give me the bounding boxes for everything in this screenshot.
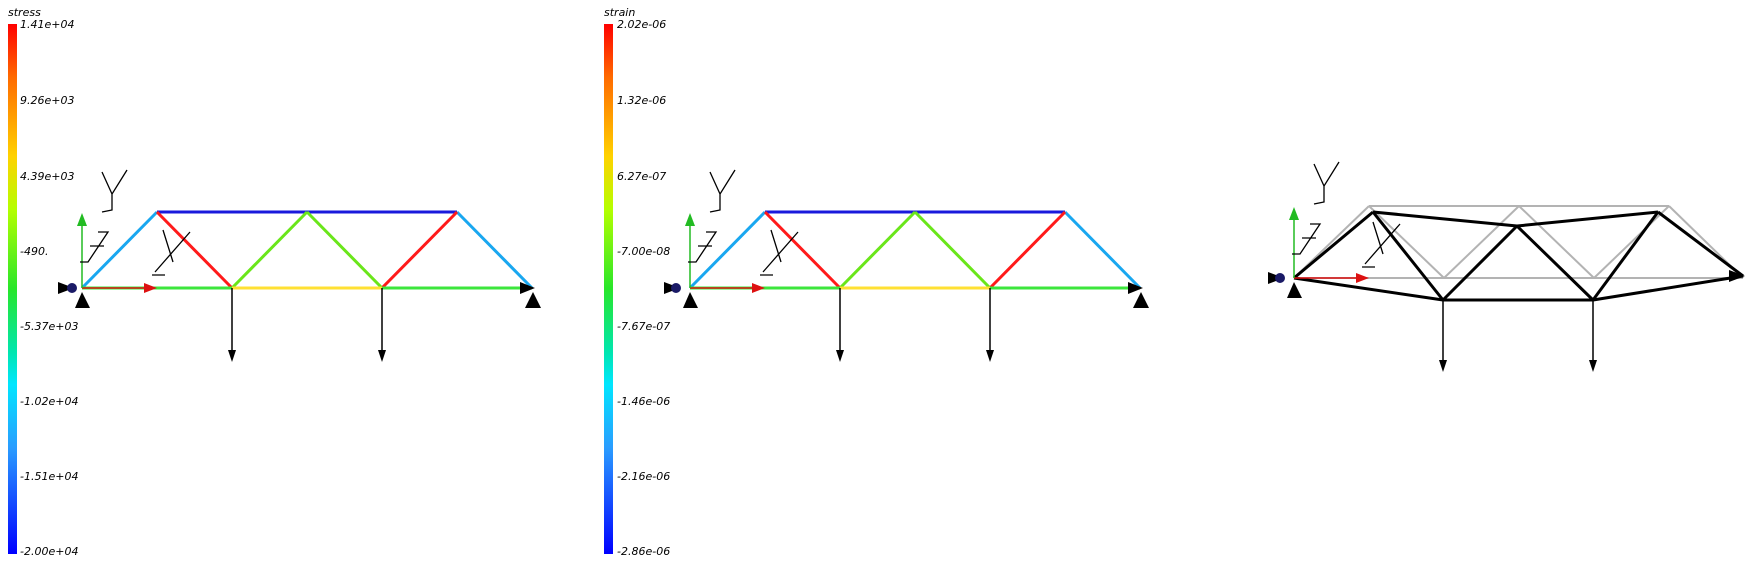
x-axis-glyph [1362, 221, 1401, 268]
strain-label-1: 1.32e-06 [617, 94, 667, 107]
horizontal-restraint-right [1128, 282, 1143, 294]
stress-label-6: -1.51e+04 [20, 470, 79, 483]
x-axis-arrow [1356, 273, 1369, 283]
member-web-2 [230, 210, 309, 290]
stress-label-0: 1.41e+04 [20, 18, 75, 31]
x-axis-glyph [152, 229, 191, 276]
y-axis-glyph [1292, 161, 1340, 255]
y-axis-glyph [688, 169, 736, 263]
member-left-end-diagonal [80, 210, 159, 290]
member-web-1 [763, 210, 842, 290]
strain-label-4: -7.67e-07 [617, 320, 671, 333]
stress-colorbar-title: stress [8, 6, 41, 19]
strain-label-0: 2.02e-06 [617, 18, 667, 31]
strain-label-2: 6.27e-07 [617, 170, 667, 183]
strain-colorbar-title: strain [604, 6, 636, 19]
pin-support-left [1287, 282, 1302, 298]
x-axis-arrow [752, 283, 765, 293]
strain-label-5: -1.46e-06 [617, 395, 671, 408]
member-right-end-diagonal [455, 210, 534, 290]
pin-support-left [683, 292, 698, 308]
x-axis-glyph [760, 229, 799, 276]
load-arrow-2-head [986, 350, 994, 362]
pin-support-left [75, 292, 90, 308]
strain-label-3: -7.00e-08 [617, 245, 671, 258]
deformed-truss [1268, 161, 1745, 372]
member-web-4 [988, 210, 1067, 290]
member-left-end-diagonal [688, 210, 767, 290]
stress-label-4: -5.37e+03 [20, 320, 79, 333]
stress-label-5: -1.02e+04 [20, 395, 79, 408]
member-web-4 [380, 210, 459, 290]
strain-label-6: -2.16e-06 [617, 470, 671, 483]
load-arrow-1-head [228, 350, 236, 362]
x-axis-arrow [144, 283, 157, 293]
undeformed-shape [1293, 205, 1744, 279]
horizontal-restraint-left [58, 282, 74, 294]
y-axis-arrow [77, 213, 87, 226]
roller-support-right [525, 292, 541, 308]
y-axis-glyph [80, 169, 128, 263]
load-arrow-1-head [1439, 360, 1447, 372]
stress-colorbar [8, 24, 17, 554]
member-right-end-diagonal [1063, 210, 1142, 290]
y-axis-arrow [685, 213, 695, 226]
load-arrow-2-head [1589, 360, 1597, 372]
roller-support-right [1133, 292, 1149, 308]
stress-label-7: -2.00e+04 [20, 545, 79, 558]
pin-node [1275, 273, 1285, 283]
y-axis-arrow [1289, 207, 1299, 220]
horizontal-restraint-right [1729, 270, 1745, 282]
strain-label-7: -2.86e-06 [617, 545, 671, 558]
load-arrow-1-head [836, 350, 844, 362]
strain-truss [664, 169, 1149, 362]
load-arrow-2-head [378, 350, 386, 362]
pin-node [671, 283, 681, 293]
stress-label-2: 4.39e+03 [20, 170, 75, 183]
member-web-2 [838, 210, 917, 290]
deformed-shape [1293, 210, 1744, 302]
member-web-3 [913, 210, 992, 290]
stress-label-3: -490. [20, 245, 49, 258]
stress-label-1: 9.26e+03 [20, 94, 75, 107]
strain-colorbar [604, 24, 613, 554]
member-web-3 [305, 210, 384, 290]
member-web-1 [155, 210, 234, 290]
horizontal-restraint-right [520, 282, 535, 294]
pin-node [67, 283, 77, 293]
stress-truss [58, 169, 541, 362]
